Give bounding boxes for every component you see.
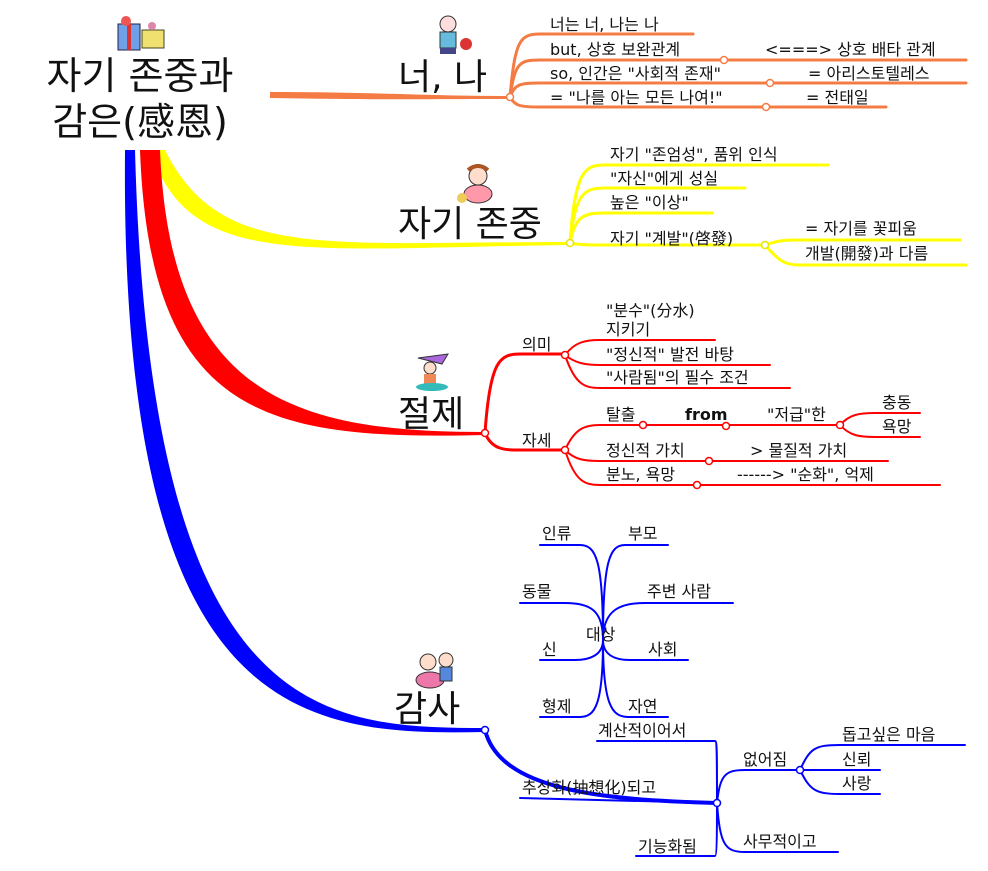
gift-icon bbox=[117, 16, 165, 51]
leaf[interactable]: 추상화(抽想化)되고 bbox=[522, 778, 657, 797]
hug-icon bbox=[415, 652, 454, 689]
leaf[interactable]: 욕망 bbox=[882, 417, 912, 436]
branch-temperance[interactable]: 절제 bbox=[398, 394, 465, 435]
leaf[interactable]: = "나를 아는 모든 나여!" bbox=[550, 88, 723, 107]
leaf[interactable]: > 물질적 가치 bbox=[750, 441, 848, 460]
central-topic-line1[interactable]: 자기 존중과 bbox=[46, 54, 234, 98]
leaf[interactable]: = 아리스토텔레스 bbox=[808, 64, 930, 83]
leaf[interactable]: "사람됨"의 필수 조건 bbox=[606, 368, 749, 387]
leaf[interactable]: "분수"(分水) bbox=[606, 301, 695, 320]
branch-orange bbox=[270, 92, 510, 100]
node-dots bbox=[480, 55, 845, 808]
leaf[interactable]: 충동 bbox=[882, 393, 912, 412]
leaf[interactable]: 돕고싶은 마음 bbox=[842, 725, 936, 744]
sub-target[interactable]: 대상 bbox=[586, 625, 616, 644]
leaf[interactable]: 지키기 bbox=[606, 320, 651, 339]
leaf[interactable]: from bbox=[685, 405, 728, 424]
leaf[interactable]: 개발(開發)과 다름 bbox=[805, 244, 929, 263]
leaf[interactable]: "저급"한 bbox=[767, 405, 826, 424]
leaf[interactable]: 사무적이고 bbox=[743, 832, 817, 851]
sub-meaning[interactable]: 의미 bbox=[522, 335, 552, 354]
leaf[interactable]: 자기 "존엄성", 품위 인식 bbox=[610, 145, 778, 164]
branch-gratitude[interactable]: 감사 bbox=[394, 689, 461, 730]
leaf[interactable]: 분노, 욕망 bbox=[606, 465, 676, 484]
leaf[interactable]: 정신적 가치 bbox=[606, 441, 685, 460]
leaf[interactable]: 높은 "이상" bbox=[610, 193, 689, 212]
leaf[interactable]: 형제 bbox=[542, 697, 572, 716]
leaf[interactable]: 없어짐 bbox=[743, 750, 788, 769]
central-topic-line2[interactable]: 감은(感恩) bbox=[52, 100, 228, 144]
leaf[interactable]: 자연 bbox=[628, 697, 658, 716]
leaf[interactable]: "정신적" 발전 바탕 bbox=[606, 345, 734, 364]
child-icon bbox=[457, 164, 493, 204]
leaf[interactable]: 신뢰 bbox=[842, 750, 872, 769]
person-icon bbox=[439, 15, 472, 54]
leaf[interactable]: "자신"에게 성실 bbox=[610, 169, 719, 188]
leaf[interactable]: 자기 "계발"(啓發) bbox=[610, 229, 734, 248]
leaf[interactable]: <===> 상호 배타 관계 bbox=[765, 40, 936, 59]
leaf[interactable]: 너는 너, 나는 나 bbox=[550, 15, 659, 34]
leaf[interactable]: 인류 bbox=[542, 524, 572, 543]
leaf[interactable]: 기능화됨 bbox=[638, 837, 697, 856]
leaf[interactable]: 탈출 bbox=[606, 405, 636, 424]
leaf[interactable]: 신 bbox=[542, 640, 557, 659]
leaf[interactable]: ------> "순화", 억제 bbox=[737, 465, 874, 484]
leaf[interactable]: 사회 bbox=[648, 640, 678, 659]
figure-icon bbox=[416, 353, 449, 391]
leaf[interactable]: but, 상호 보완관계 bbox=[550, 40, 681, 59]
branch-you-me[interactable]: 너, 나 bbox=[398, 57, 488, 98]
branch-self-respect[interactable]: 자기 존중 bbox=[398, 204, 542, 245]
leaf[interactable]: 동물 bbox=[522, 582, 552, 601]
leaf[interactable]: = 자기를 꽃피움 bbox=[805, 219, 917, 238]
sub-attitude[interactable]: 자세 bbox=[522, 431, 552, 450]
leaf[interactable]: so, 인간은 "사회적 존재" bbox=[550, 64, 721, 83]
leaf[interactable]: = 전태일 bbox=[806, 88, 869, 107]
branch-red bbox=[140, 150, 485, 436]
leaf[interactable]: 주변 사람 bbox=[647, 582, 711, 601]
leaf[interactable]: 부모 bbox=[628, 524, 658, 543]
leaf[interactable]: 계산적이어서 bbox=[598, 721, 687, 740]
leaf[interactable]: 사랑 bbox=[842, 774, 872, 793]
